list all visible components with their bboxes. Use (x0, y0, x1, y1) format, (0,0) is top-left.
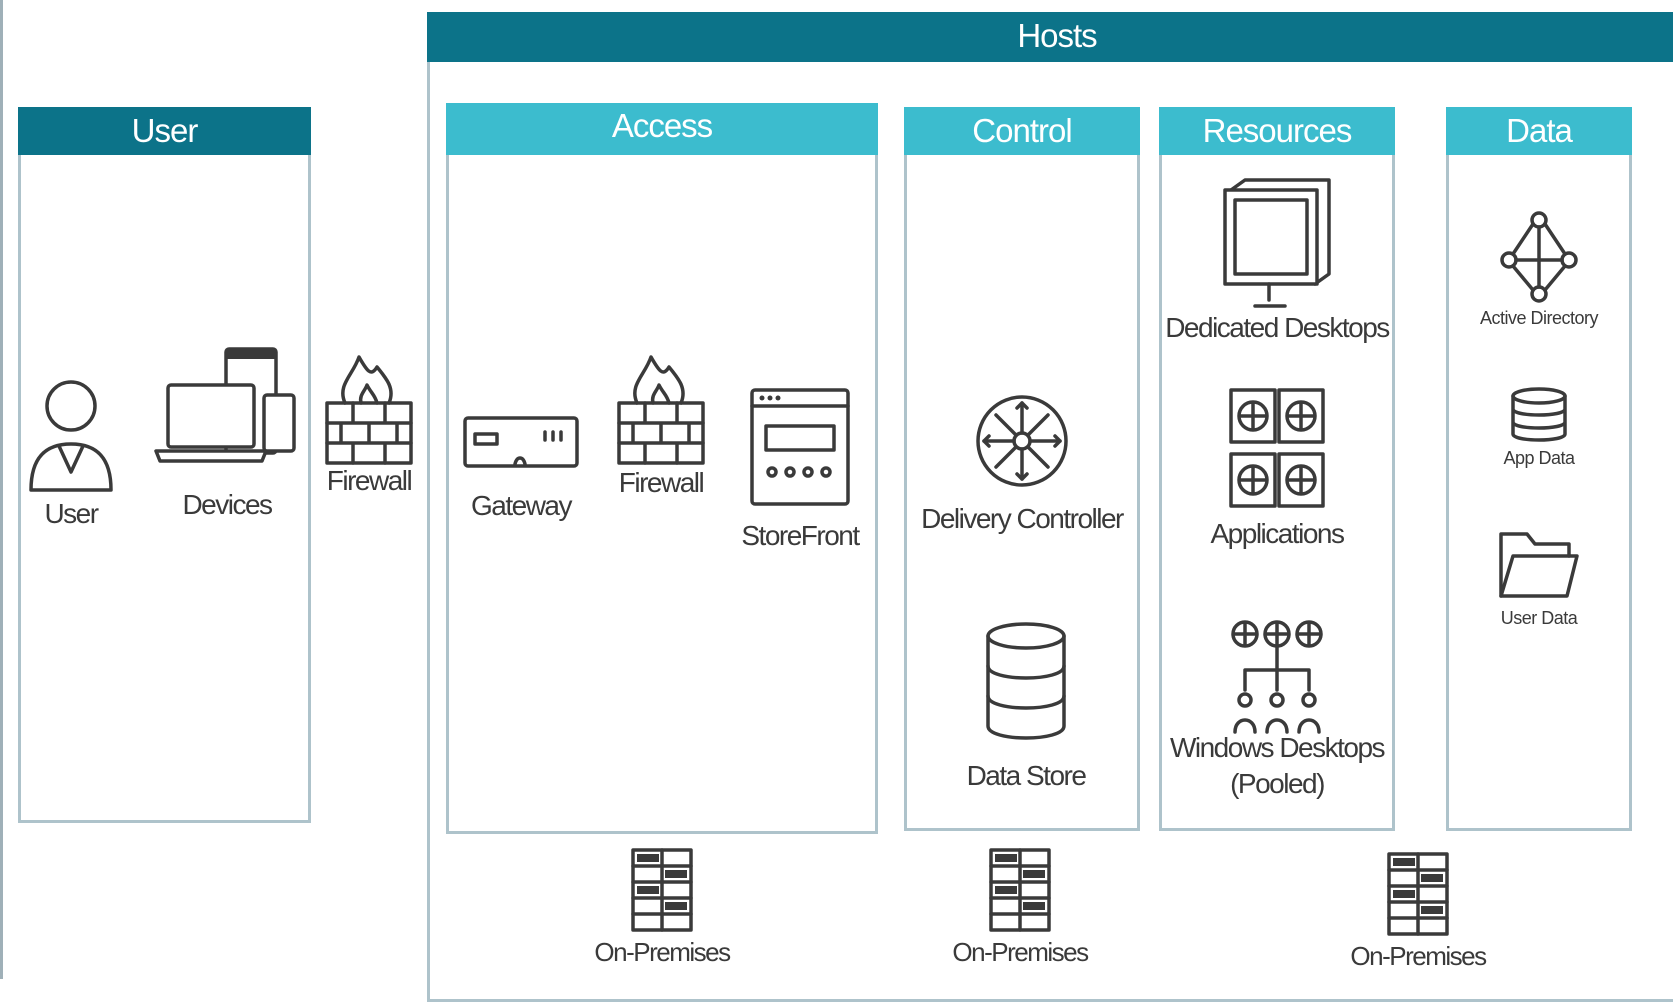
windows-desktops-pooled-label: (Pooled) (1230, 768, 1325, 799)
data-store-label: Data Store (966, 760, 1087, 791)
on-premises-resources-label: On-Premises (1350, 941, 1487, 971)
firewall-outer-label: Firewall (326, 465, 413, 496)
server-rack-icon (1387, 852, 1449, 936)
firewall-icon (617, 355, 705, 465)
devices-node: Devices (152, 345, 302, 523)
pooled-desktops-icon (1231, 620, 1323, 734)
devices-label: Devices (182, 489, 273, 520)
resources-panel-header: Resources (1159, 107, 1395, 155)
app-data-node: App Data (1446, 386, 1632, 470)
active-directory-icon (1500, 211, 1578, 303)
data-store-node: Data Store (908, 620, 1144, 794)
access-panel-header: Access (446, 103, 878, 155)
on-premises-access-label: On-Premises (594, 937, 731, 967)
active-directory-node: Active Directory (1446, 210, 1632, 330)
windows-desktops-node: Windows Desktops (Pooled) (1159, 610, 1395, 802)
server-rack-icon (989, 848, 1051, 932)
applications-node: Applications (1159, 386, 1395, 552)
windows-desktops-label: Windows Desktops (1169, 732, 1386, 763)
user-icon (29, 380, 113, 492)
dedicated-desktops-label: Dedicated Desktops (1165, 312, 1390, 343)
on-premises-control: On-Premises (940, 846, 1100, 970)
control-panel-header: Control (904, 107, 1140, 155)
left-edge-line (0, 0, 3, 979)
folder-icon (1499, 532, 1579, 598)
user-panel-header: User (18, 107, 311, 155)
server-rack-icon (631, 848, 693, 932)
user-node: User (22, 372, 120, 532)
dedicated-desktops-node: Dedicated Desktops (1159, 176, 1395, 346)
firewall-icon (325, 355, 413, 465)
hosts-header: Hosts (427, 12, 1673, 62)
storefront-icon (750, 388, 850, 506)
delivery-controller-node: Delivery Controller (908, 381, 1136, 537)
on-premises-access: On-Premises (582, 846, 742, 970)
active-directory-label: Active Directory (1479, 308, 1599, 328)
applications-label: Applications (1210, 518, 1345, 549)
firewall-outer-node: Firewall (320, 345, 418, 499)
app-data-label: App Data (1503, 448, 1575, 468)
gateway-node: Gateway (460, 414, 582, 524)
database-icon (986, 622, 1066, 740)
user-data-label: User Data (1500, 608, 1578, 628)
delivery-controller-label: Delivery Controller (921, 503, 1124, 534)
monitor-icon (1223, 178, 1331, 308)
on-premises-resources: On-Premises (1338, 850, 1498, 974)
app-data-icon (1511, 387, 1567, 442)
storefront-node: StoreFront (738, 386, 862, 554)
gateway-label: Gateway (471, 490, 573, 521)
user-panel: User (18, 107, 311, 823)
on-premises-control-label: On-Premises (952, 937, 1089, 967)
applications-icon (1229, 388, 1325, 508)
user-data-node: User Data (1446, 526, 1632, 630)
delivery-controller-icon (976, 395, 1068, 487)
user-label: User (44, 498, 99, 529)
devices-icon (154, 347, 296, 463)
data-panel-header: Data (1446, 107, 1632, 155)
firewall-access-label: Firewall (618, 467, 705, 498)
gateway-icon (463, 416, 579, 468)
storefront-label: StoreFront (741, 520, 860, 551)
firewall-access-node: Firewall (612, 345, 710, 501)
